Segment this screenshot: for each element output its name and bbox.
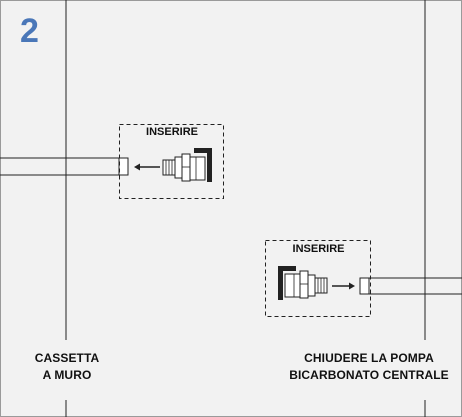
arrow-left-icon — [134, 163, 160, 171]
step-number: 2 — [20, 12, 39, 50]
quick-connector-fitting-1 — [162, 148, 212, 182]
insert-instruction-label-2: INSERIRE — [292, 243, 345, 255]
wall-box-label-line-2: A MURO — [42, 368, 92, 382]
arrow-right-icon — [332, 282, 355, 290]
wall-box-tube — [0, 157, 129, 176]
pump-label: CHIUDERE LA POMPA BICARBONATO CENTRALE — [276, 350, 462, 384]
wall-box-label-line-1: CASSETTA — [34, 351, 100, 365]
pump-label-line-1: CHIUDERE LA POMPA — [304, 351, 434, 365]
pump-label-line-2: BICARBONATO CENTRALE — [289, 368, 449, 382]
quick-connector-fitting-2 — [278, 266, 328, 300]
insert-instruction-label-1: INSERIRE — [146, 126, 198, 138]
pump-tube — [359, 277, 462, 295]
fitting-insert-frame-1 — [119, 124, 224, 199]
wall-box-label: CASSETTA A MURO — [14, 350, 120, 384]
